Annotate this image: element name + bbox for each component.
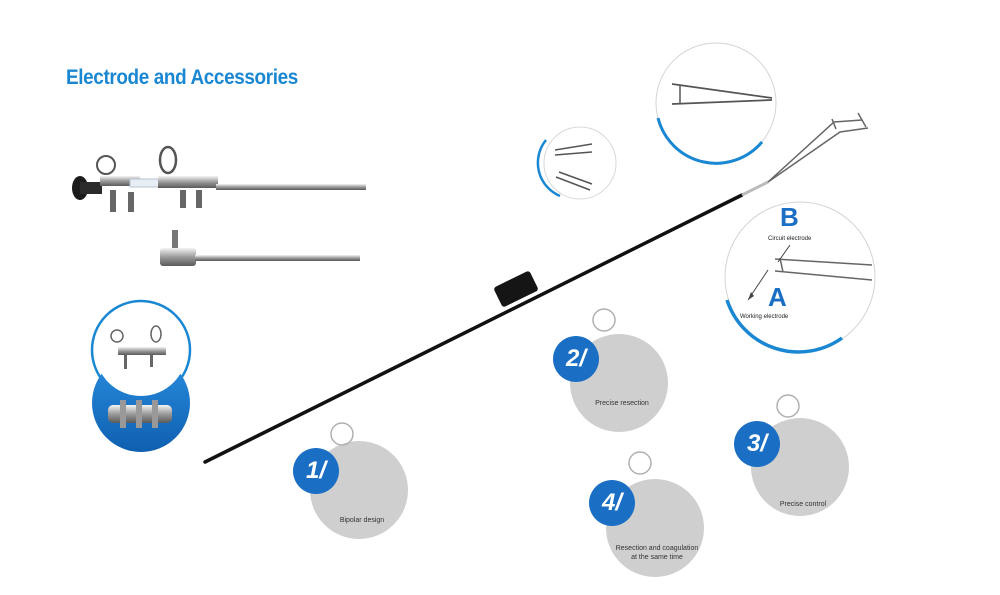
feature-number-badge: 2/	[553, 336, 599, 382]
feature-label: Precise resection	[595, 400, 649, 407]
electrode-tip-detail-large	[655, 42, 777, 165]
working-electrode-label: Working electrode	[740, 314, 789, 320]
electrode-ab-detail	[724, 201, 876, 354]
letter-a: A	[768, 282, 787, 312]
circuit-electrode-label: Circuit electrode	[768, 236, 812, 242]
page-title: Electrode and Accessories	[66, 66, 298, 89]
feature-label: Bipolar design	[339, 517, 385, 524]
feature-label: Precise control	[779, 501, 827, 508]
bipolar-electrode	[203, 112, 869, 464]
letter-b: B	[780, 202, 799, 232]
electrode-tip-detail-small	[536, 126, 617, 200]
feature-number-badge: 3/	[734, 421, 780, 467]
accessory-circle	[90, 299, 192, 452]
feature-label: Resection and coagulation at the same ti…	[615, 545, 699, 561]
feature-number-badge: 4/	[589, 480, 635, 526]
feature-number-badge: 1/	[293, 448, 339, 494]
resectoscope-image	[72, 145, 366, 266]
